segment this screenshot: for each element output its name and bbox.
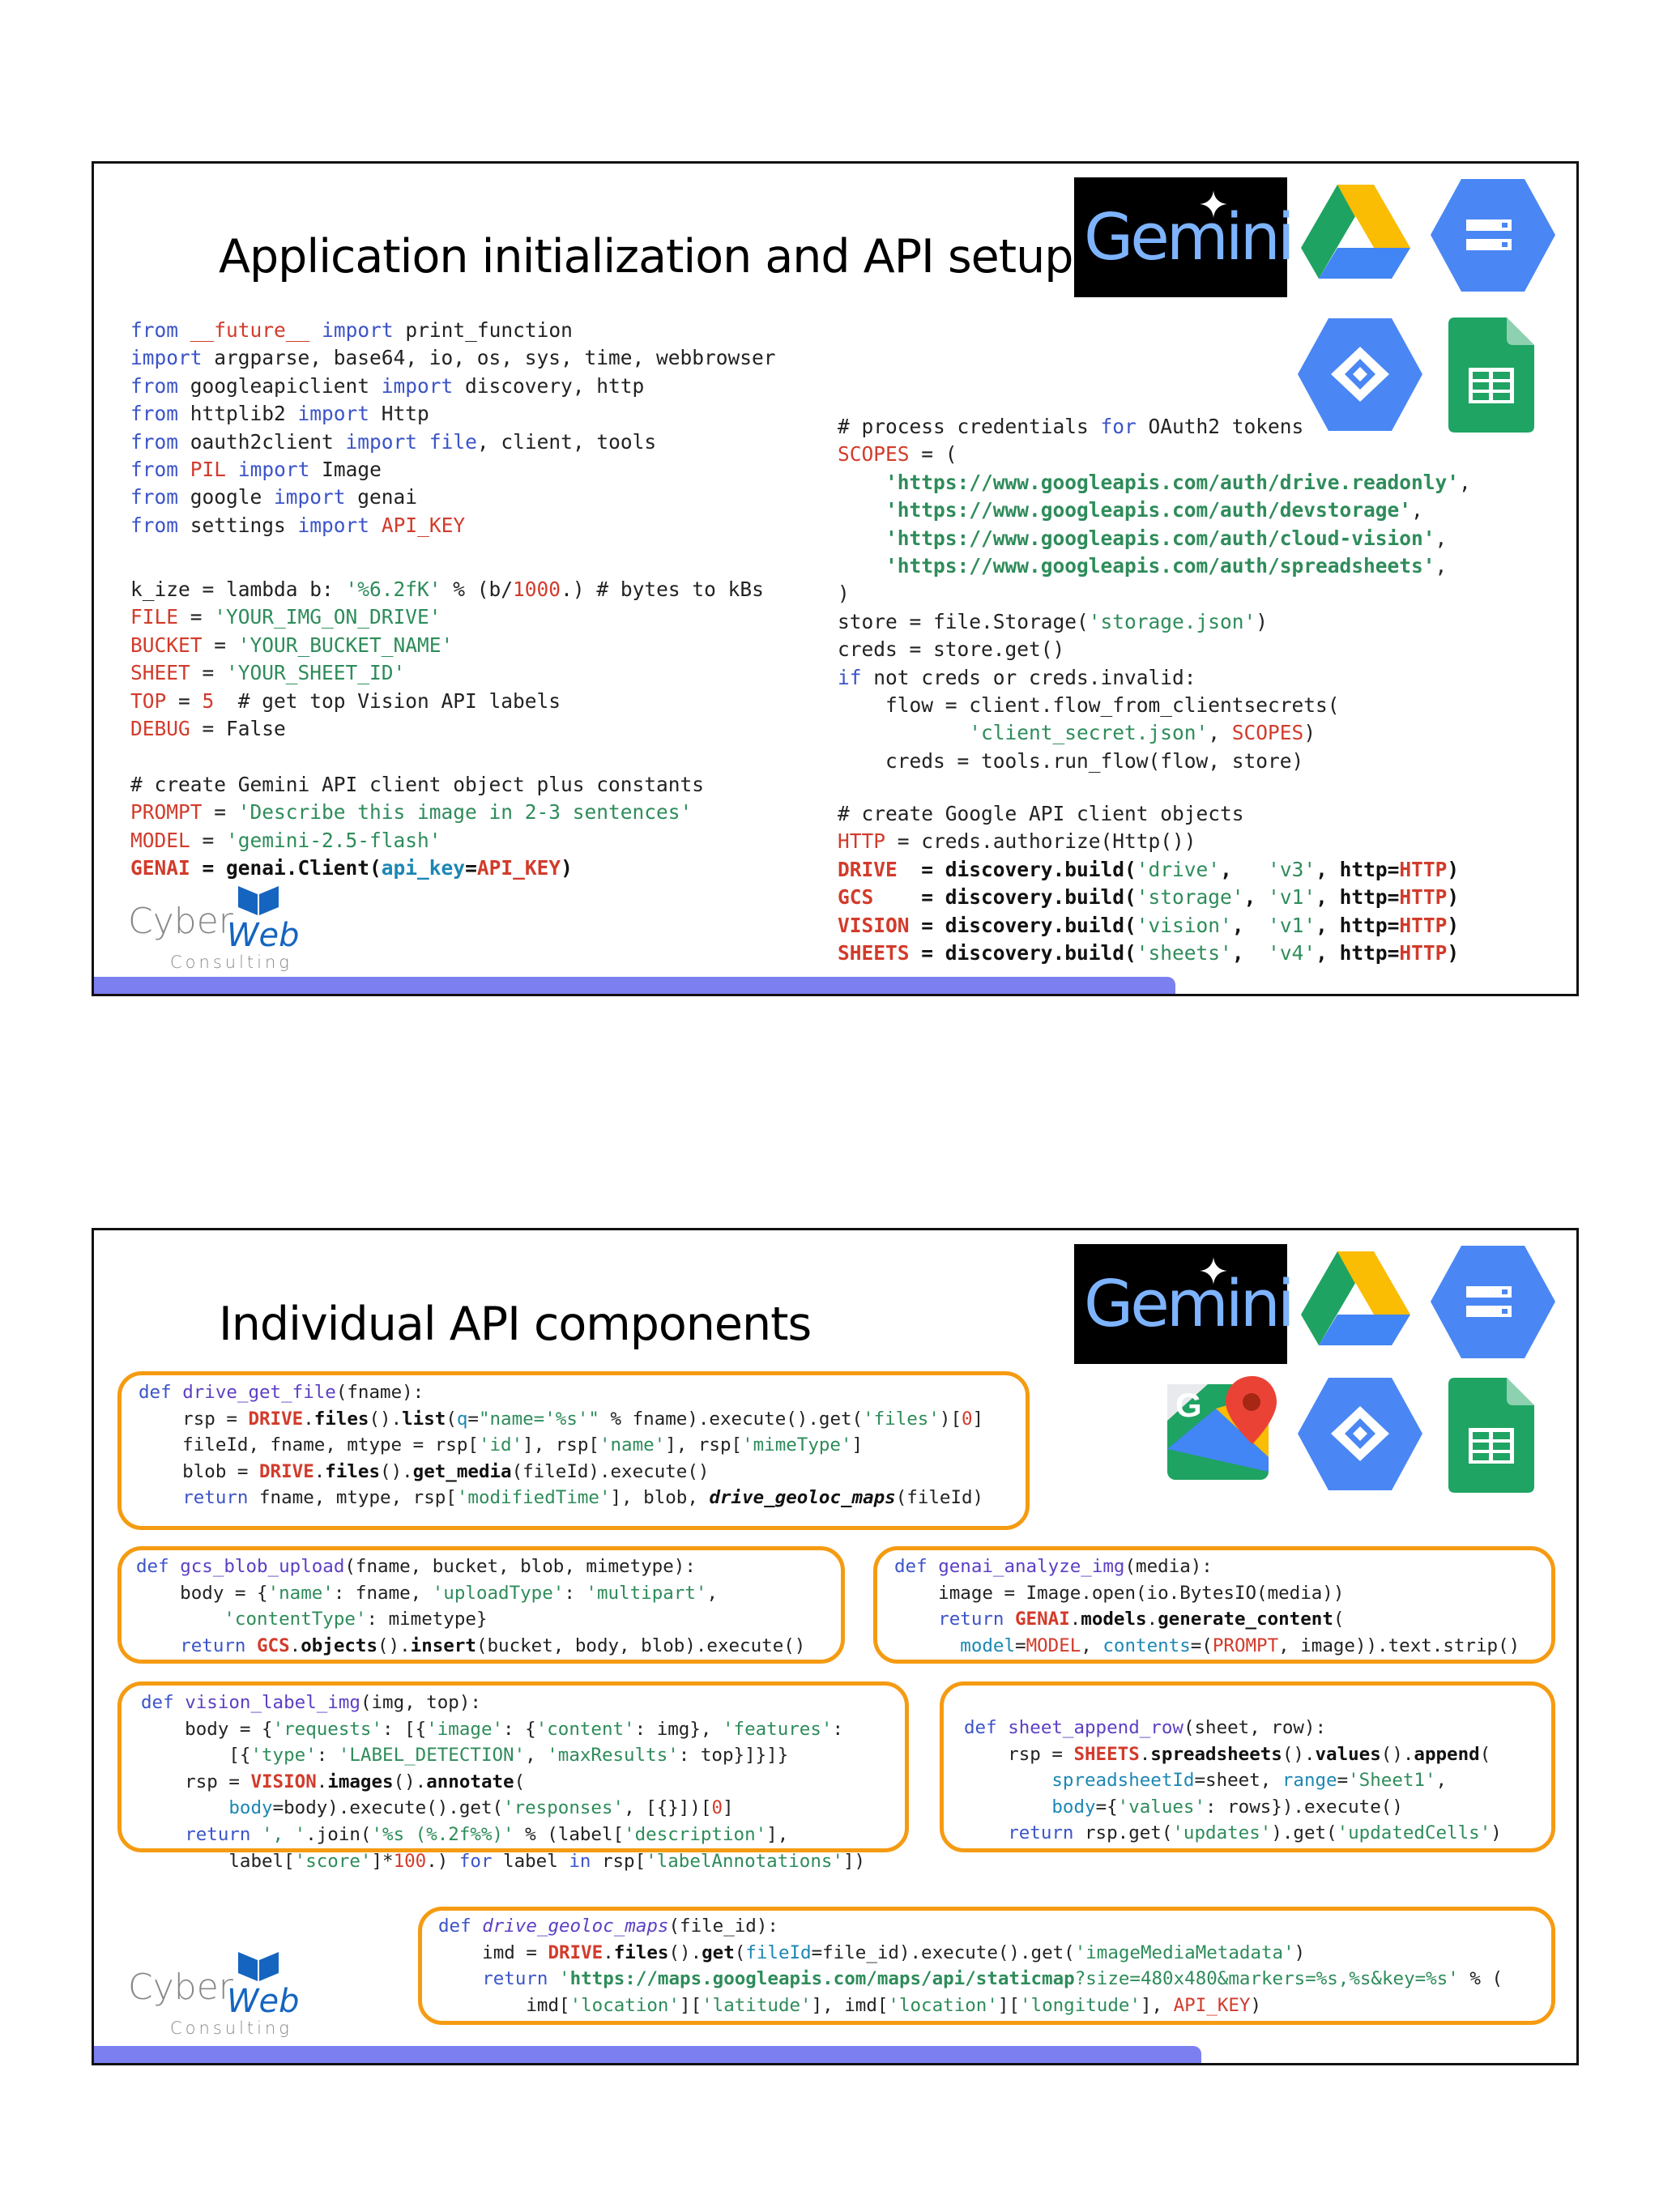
- cloud-vision-icon: [1298, 1378, 1422, 1490]
- gemini-sparkle-icon: [1200, 190, 1227, 218]
- gcs-blob-upload-code: def gcs_blob_upload(fname, bucket, blob,…: [136, 1556, 806, 1656]
- google-drive-icon: [1301, 185, 1410, 279]
- sheet-append-row-box: [940, 1681, 1555, 1852]
- gcs-blob-upload-box: [117, 1546, 845, 1664]
- gemini-sparkle-icon: [1200, 1257, 1227, 1285]
- slide-app-init: Application initialization and API setup…: [92, 161, 1579, 996]
- credentials-code-block: # process credentials for OAuth2 tokens …: [838, 415, 1471, 773]
- cloud-storage-icon: [1431, 1246, 1555, 1358]
- drive-geoloc-maps-code: def drive_geoloc_maps(file_id): imd = DR…: [438, 1916, 1503, 2016]
- sheet-append-row-code: def sheet_append_row(sheet, row): rsp = …: [964, 1717, 1502, 1844]
- drive-get-file-box: [117, 1371, 1030, 1530]
- drive-get-file-code: def drive_get_file(fname): rsp = DRIVE.f…: [139, 1382, 984, 1509]
- google-sheets-icon: [1448, 318, 1534, 433]
- cyberweb-logo: Cyber Web Consulting: [128, 883, 314, 972]
- gemini-logo: Gemini: [1074, 177, 1295, 297]
- accent-bar: [94, 977, 1175, 994]
- google-drive-icon: [1301, 1251, 1410, 1345]
- google-sheets-icon: [1448, 1378, 1534, 1493]
- book-icon: [238, 886, 279, 915]
- cloud-storage-icon: [1431, 179, 1555, 292]
- gemini-logo: Gemini: [1074, 1244, 1295, 1364]
- book-icon: [238, 1952, 279, 1981]
- cyberweb-logo: Cyber Web Consulting: [128, 1949, 314, 2038]
- slide-api-components: Individual API components Gemini G: [92, 1228, 1579, 2065]
- genai-analyze-img-box: [873, 1546, 1555, 1664]
- accent-bar: [94, 2046, 1201, 2063]
- cloud-vision-icon: [1298, 318, 1422, 431]
- vision-label-img-box: [117, 1681, 909, 1852]
- api-clients-code-block: # create Google API client objects HTTP …: [838, 802, 1460, 965]
- imports-code-block: from __future__ import print_function im…: [130, 318, 776, 537]
- genai-analyze-img-code: def genai_analyze_img(media): image = Im…: [894, 1556, 1520, 1656]
- constants-code-block: k_ize = lambda b: '%6.2fK' % (b/1000.) #…: [130, 578, 764, 880]
- slide-title: Individual API components: [219, 1298, 812, 1351]
- drive-geoloc-maps-box: [418, 1907, 1555, 2025]
- vision-label-img-code: def vision_label_img(img, top): body = {…: [141, 1692, 866, 1872]
- slide-title: Application initialization and API setup: [219, 230, 1073, 283]
- svg-text:G: G: [1175, 1386, 1202, 1424]
- google-maps-icon: G: [1167, 1376, 1277, 1480]
